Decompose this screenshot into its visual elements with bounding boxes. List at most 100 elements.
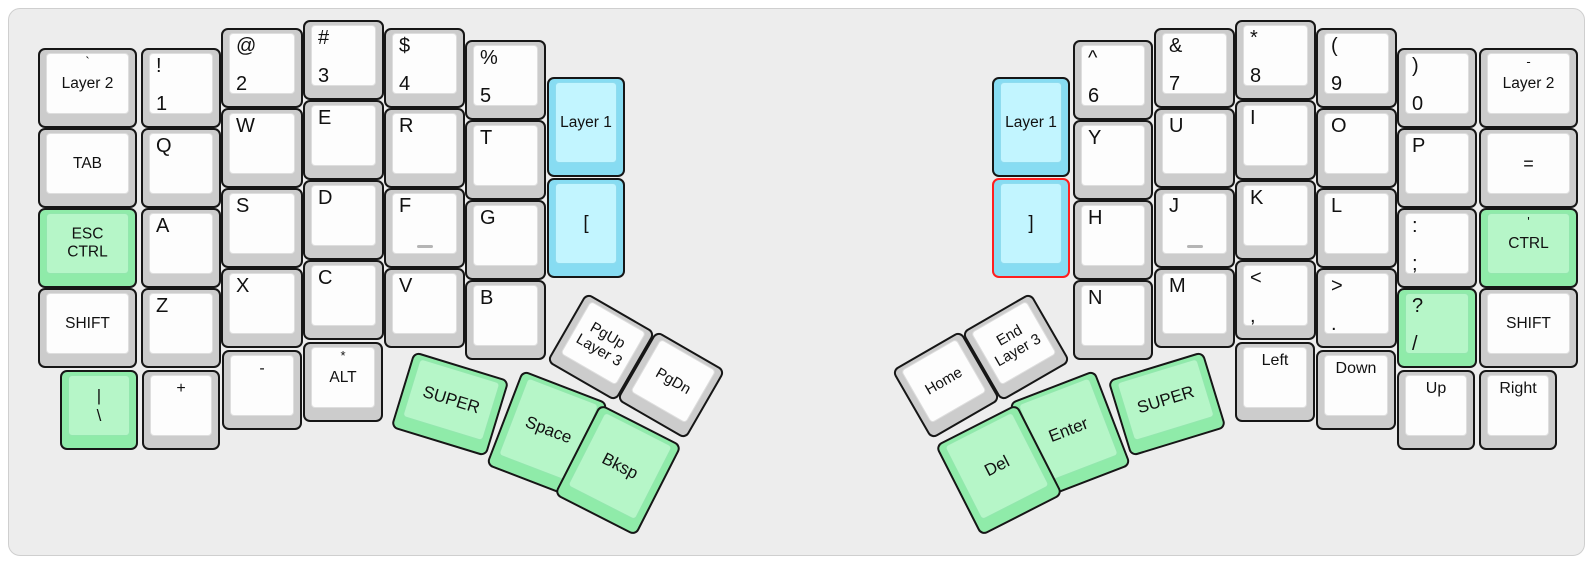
- key-star-alt[interactable]: * ALT: [303, 342, 383, 422]
- key-right-bracket[interactable]: ]: [992, 178, 1070, 278]
- key-minus[interactable]: -: [222, 350, 302, 430]
- key-v[interactable]: V: [384, 268, 465, 348]
- key-dash-layer2[interactable]: -Layer 2: [1479, 48, 1578, 128]
- key-t[interactable]: T: [465, 120, 546, 200]
- keycap-face: Layer 1: [1000, 82, 1062, 163]
- key-legend: SHIFT: [65, 314, 110, 332]
- key-g[interactable]: G: [465, 200, 546, 280]
- key-star-8[interactable]: *8: [1235, 20, 1316, 100]
- key-k[interactable]: K: [1235, 180, 1316, 260]
- key-legend: 5: [480, 85, 492, 107]
- key-w[interactable]: W: [221, 108, 303, 188]
- key-arrow-up[interactable]: Up: [1397, 370, 1475, 450]
- keycap-face: E: [311, 105, 376, 166]
- key-d[interactable]: D: [303, 180, 384, 260]
- key-colon-semicolon[interactable]: :;: [1397, 208, 1477, 288]
- key-legend: -: [259, 360, 265, 377]
- key-m[interactable]: M: [1154, 268, 1235, 348]
- key-dollar-4[interactable]: $4: [384, 28, 465, 108]
- key-r[interactable]: R: [384, 108, 465, 188]
- keycap-face: SUPER: [1116, 358, 1215, 442]
- keycap-face: W: [229, 113, 295, 174]
- key-arrow-right[interactable]: Right: [1479, 370, 1557, 450]
- keycap-face: &7: [1162, 33, 1227, 95]
- key-y[interactable]: Y: [1073, 120, 1153, 200]
- key-shift-left[interactable]: SHIFT: [38, 288, 137, 368]
- key-legend: ^: [1088, 47, 1098, 69]
- key-pipe-backslash[interactable]: | \: [60, 370, 138, 450]
- key-legend: Z: [156, 295, 169, 317]
- key-h[interactable]: H: [1073, 200, 1153, 280]
- key-rparen-0[interactable]: )0: [1397, 48, 1477, 128]
- key-u[interactable]: U: [1154, 108, 1235, 188]
- key-o[interactable]: O: [1316, 108, 1397, 188]
- key-plus[interactable]: +: [142, 370, 220, 450]
- key-x[interactable]: X: [221, 268, 303, 348]
- keycap-face: | \: [68, 375, 130, 436]
- key-layer1-left[interactable]: Layer 1: [547, 77, 625, 177]
- key-f[interactable]: F: [384, 188, 465, 268]
- key-lparen-9[interactable]: (9: [1316, 28, 1397, 108]
- key-tab[interactable]: TAB: [38, 128, 137, 208]
- key-c[interactable]: C: [303, 260, 384, 340]
- key-super-right[interactable]: SUPER: [1107, 351, 1227, 457]
- key-shift-right[interactable]: SHIFT: [1479, 288, 1578, 368]
- key-legend: #: [318, 27, 330, 49]
- key-esc-ctrl[interactable]: ESC CTRL: [38, 208, 137, 288]
- key-legend: 3: [318, 65, 330, 87]
- keycap-face: J: [1162, 193, 1227, 254]
- key-legend: I: [1250, 107, 1256, 129]
- key-layer1-right[interactable]: Layer 1: [992, 77, 1070, 177]
- key-legend: Up: [1425, 380, 1447, 397]
- key-s[interactable]: S: [221, 188, 303, 268]
- key-left-bracket[interactable]: [: [547, 178, 625, 278]
- key-caret-6[interactable]: ^6: [1073, 40, 1153, 120]
- key-j[interactable]: J: [1154, 188, 1235, 268]
- key-legend: ]: [1028, 212, 1034, 234]
- keycap-face: * ALT: [311, 347, 375, 408]
- keycap-face: Z: [149, 293, 213, 354]
- key-p[interactable]: P: [1397, 128, 1477, 208]
- key-legend: A: [156, 215, 170, 237]
- key-pct-5[interactable]: %5: [465, 40, 546, 120]
- key-legend: Layer 2: [61, 74, 114, 92]
- key-b[interactable]: B: [465, 280, 546, 360]
- key-legend: ?: [1412, 295, 1424, 317]
- key-legend: C: [318, 267, 333, 289]
- key-legend: ALT: [329, 368, 357, 386]
- keycap-face: )0: [1405, 53, 1469, 115]
- key-excl-1[interactable]: !1: [141, 48, 221, 128]
- key-hash-3[interactable]: #3: [303, 20, 384, 100]
- keycap-face: M: [1162, 273, 1227, 334]
- key-super-left[interactable]: SUPER: [390, 351, 510, 457]
- key-quote-ctrl[interactable]: 'CTRL: [1479, 208, 1578, 288]
- key-legend: Right: [1499, 380, 1537, 397]
- key-legend: V: [399, 275, 413, 297]
- key-l[interactable]: L: [1316, 188, 1397, 268]
- key-i[interactable]: I: [1235, 100, 1316, 180]
- key-z[interactable]: Z: [141, 288, 221, 368]
- key-amp-7[interactable]: &7: [1154, 28, 1235, 108]
- key-legend: SHIFT: [1506, 314, 1551, 332]
- key-e[interactable]: E: [303, 100, 384, 180]
- keycap-face: ^6: [1081, 45, 1145, 107]
- key-n[interactable]: N: [1073, 280, 1153, 360]
- keycap-face: SUPER: [402, 358, 501, 442]
- homing-bar-icon: [1186, 245, 1203, 248]
- key-equals[interactable]: =: [1479, 128, 1578, 208]
- key-a[interactable]: A: [141, 208, 221, 288]
- key-legend: ESC CTRL: [67, 225, 108, 261]
- key-layer2-left[interactable]: `Layer 2: [38, 48, 137, 128]
- key-lt-comma[interactable]: <,: [1235, 260, 1316, 340]
- key-q[interactable]: Q: [141, 128, 221, 208]
- key-legend: *: [340, 348, 346, 363]
- key-gt-period[interactable]: >.: [1316, 268, 1397, 348]
- key-legend: Home: [921, 363, 966, 399]
- keycap-face: -Layer 2: [1487, 53, 1570, 114]
- key-question-slash[interactable]: ?/: [1397, 288, 1477, 368]
- key-at-2[interactable]: @2: [221, 28, 303, 108]
- key-arrow-down[interactable]: Down: [1316, 350, 1396, 430]
- key-legend: X: [236, 275, 250, 297]
- key-arrow-left[interactable]: Left: [1235, 342, 1315, 422]
